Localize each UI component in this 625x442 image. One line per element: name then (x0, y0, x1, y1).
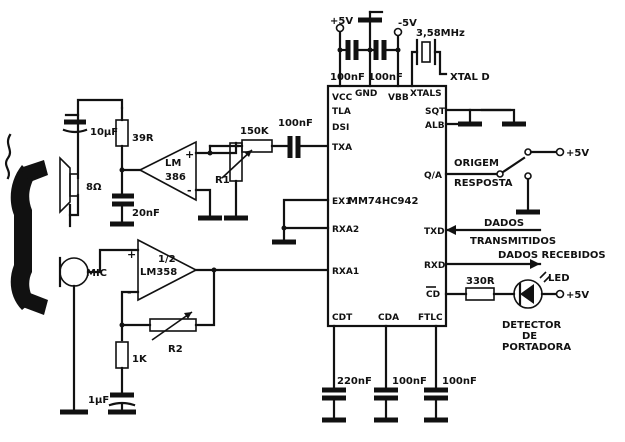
resistor-150k (241, 139, 273, 153)
capacitor-100nf-txa (287, 136, 301, 158)
crystal-pin-label: XTAL D (450, 72, 490, 83)
vcc-terminal (335, 23, 345, 33)
mic-label: MIC (86, 268, 107, 279)
cap-cda-label: 100nF (392, 376, 427, 387)
pin-rxd: RXD (424, 261, 445, 271)
lm386-amplifier (138, 140, 197, 202)
capacitor-220nf (322, 387, 346, 401)
lm386-plus: + (185, 148, 194, 161)
cap-top1-label: 100nF (330, 72, 365, 83)
pin-vbb: VBB (388, 93, 409, 103)
c100nf-dsi-label: 100nF (278, 118, 313, 129)
led-supply-label: +5V (566, 290, 589, 301)
resistor-330r (465, 287, 495, 301)
r1k-label: 1K (132, 354, 148, 365)
chip-name: MM74HC942 (348, 196, 418, 207)
led-icon (513, 271, 551, 309)
pin-cda: CDA (378, 313, 399, 323)
lm386-model: 386 (165, 172, 186, 183)
led-label: LED (548, 273, 570, 284)
pin-cd: CD (426, 290, 440, 300)
cap-cdt-label: 220nF (337, 376, 372, 387)
dados-tx-2: TRANSMITIDOS (470, 236, 556, 247)
supply-pos-label: +5V (330, 16, 353, 27)
pin-dsi: DSI (332, 123, 349, 133)
r2-label: R2 (168, 344, 183, 355)
dados-rx: DADOS RECEBIDOS (498, 250, 606, 261)
supply-neg-label: -5V (398, 18, 417, 29)
pin-ftlc: FTLC (418, 313, 443, 323)
detector-3: PORTADORA (502, 342, 571, 353)
c1uf-label: 1μF (88, 395, 109, 406)
pin-qa: Q/A (424, 171, 442, 181)
detector-2: DE (522, 331, 537, 342)
capacitor-100nf-top1 (345, 40, 359, 60)
dados-tx-1: DADOS (484, 218, 524, 229)
r150k-label: 150K (240, 126, 270, 137)
crystal-freq: 3,58MHz (416, 28, 465, 39)
pin-sqt: SQT (425, 107, 446, 117)
r1-label: R1 (215, 175, 230, 186)
r330-label: 330R (466, 276, 495, 287)
capacitor-100nf-ftlc (424, 387, 448, 401)
capacitor-20nf (112, 193, 134, 207)
lm386-minus: - (187, 184, 192, 197)
capacitor-1uf (108, 392, 136, 407)
pin-tla: TLA (332, 107, 351, 117)
pin-ex1: EX1 (332, 197, 351, 207)
pin-cdt: CDT (332, 313, 353, 323)
pin-gnd: GND (355, 89, 377, 99)
pin-alb: ALB (425, 121, 445, 131)
pin-vcc: VCC (332, 93, 353, 103)
r39-label: 39R (132, 133, 154, 144)
potentiometer-r2 (149, 311, 197, 341)
cap-top2-label: 100nF (368, 72, 403, 83)
vbb-terminal (393, 27, 403, 37)
pin-rxa2: RXA2 (332, 225, 359, 235)
capacitor-10uf (62, 119, 88, 134)
crystal-icon (415, 38, 437, 66)
cap-10uf-label: 10μF (90, 127, 118, 138)
switch-supply-terminal (555, 147, 565, 157)
detector-1: DETECTOR (502, 320, 561, 331)
microphone-icon (58, 256, 89, 288)
lm358-plus: + (127, 248, 136, 261)
telephone-handset (4, 133, 48, 315)
cap-ftlc-label: 100nF (442, 376, 477, 387)
pin-xtals: XTALS (410, 89, 442, 99)
switch-supply-label: +5V (566, 148, 589, 159)
pin-txd: TXD (424, 227, 445, 237)
capacitor-100nf-top2 (373, 40, 387, 60)
resposta-label: RESPOSTA (454, 178, 513, 189)
lm386-name: LM (165, 158, 181, 169)
resistor-1k (115, 341, 129, 369)
led-supply-terminal (555, 289, 565, 299)
speaker-icon (59, 156, 79, 214)
c20nf-label: 20nF (132, 208, 160, 219)
lm358-model: LM358 (140, 267, 177, 278)
pin-rxa1: RXA1 (332, 267, 359, 277)
lm358-fraction: 1/2 (158, 254, 176, 265)
lm358-amplifier (137, 238, 198, 302)
speaker-label: 8Ω (86, 182, 102, 193)
pin-txa: TXA (332, 143, 352, 153)
capacitor-100nf-cda (374, 387, 398, 401)
origem-label: ORIGEM (454, 158, 499, 169)
